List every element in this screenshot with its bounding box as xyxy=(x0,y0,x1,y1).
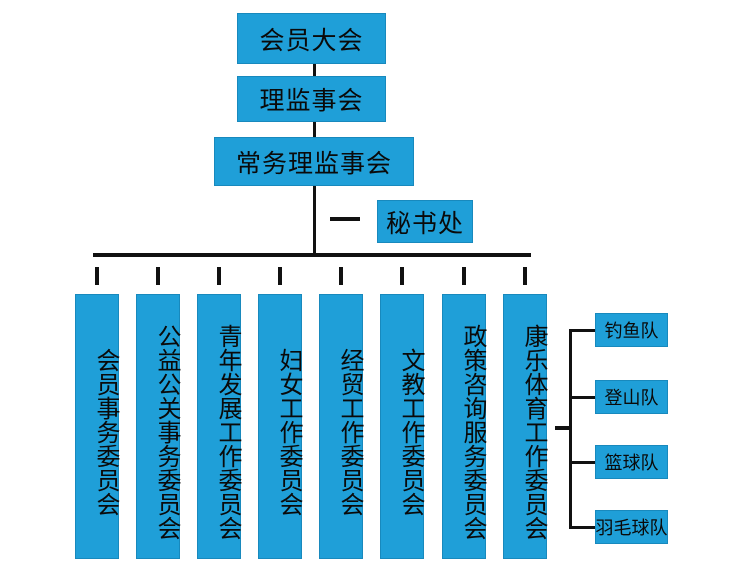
secretariat-box: 秘书处 xyxy=(377,200,473,243)
committee-box: 政策咨询服务委员会 xyxy=(442,294,487,559)
committee-drop xyxy=(400,267,404,285)
connector-secretariat xyxy=(330,217,360,221)
committee-drop xyxy=(217,267,221,285)
teams-bracket-tick xyxy=(569,461,595,464)
team-box-basketball: 篮球队 xyxy=(595,445,668,479)
committee-box: 青年发展工作委员会 xyxy=(197,294,242,559)
connector-trunk xyxy=(313,186,316,256)
committee-box: 会员事务委员会 xyxy=(75,294,120,559)
general-assembly-box: 会员大会 xyxy=(237,13,386,64)
teams-connector xyxy=(555,426,571,430)
teams-bracket-tick xyxy=(569,329,595,332)
teams-bracket-tick xyxy=(569,396,595,399)
committee-drop xyxy=(278,267,282,285)
committee-box: 公益公关事务委员会 xyxy=(136,294,181,559)
committee-drop xyxy=(462,267,466,285)
committee-box: 妇女工作委员会 xyxy=(258,294,303,559)
standing-board-box: 常务理监事会 xyxy=(214,137,414,186)
board-box: 理监事会 xyxy=(237,76,386,122)
team-box-badminton: 羽毛球队 xyxy=(595,510,668,544)
teams-bracket-vertical xyxy=(569,329,572,529)
connector-assembly-board xyxy=(313,64,316,76)
team-box-fishing: 钓鱼队 xyxy=(595,313,668,347)
committee-box: 经贸工作委员会 xyxy=(319,294,364,559)
connector-board-standing xyxy=(313,122,316,137)
committee-drop xyxy=(156,267,160,285)
committee-drop xyxy=(339,267,343,285)
committee-box: 康乐体育工作委员会 xyxy=(503,294,548,559)
team-box-hiking: 登山队 xyxy=(595,380,668,414)
committee-bus-horizontal xyxy=(93,253,531,257)
teams-bracket-tick xyxy=(569,526,595,529)
committee-drop xyxy=(523,267,527,285)
committee-drop xyxy=(95,267,99,285)
committee-box: 文教工作委员会 xyxy=(380,294,425,559)
